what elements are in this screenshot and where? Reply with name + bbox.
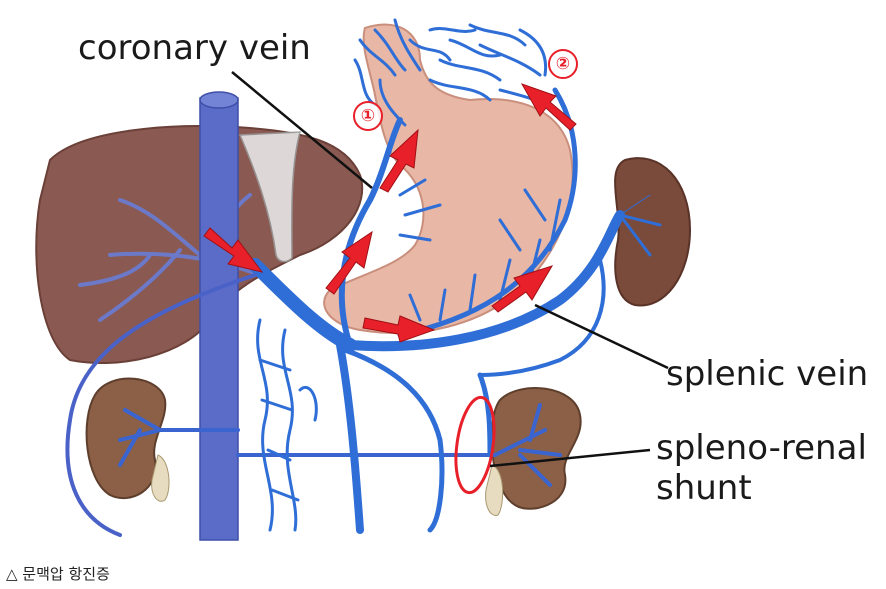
left-ureter <box>151 454 170 502</box>
spleen <box>614 157 692 307</box>
marker-two: ② <box>548 49 578 79</box>
splenorenal-shunt-label: spleno-renal shunt <box>656 428 867 508</box>
right-ureter <box>485 464 504 516</box>
figure-caption: △ 문맥압 항진증 <box>6 565 110 583</box>
coronary-vein-label: coronary vein <box>78 28 311 68</box>
shunt-highlight-ellipse <box>454 395 496 495</box>
red-flow-arrow-icon <box>203 227 264 273</box>
marker-one: ① <box>353 101 383 131</box>
splenorenal-label-line2: shunt <box>656 468 752 508</box>
retroperitoneal-veins <box>256 318 318 532</box>
red-flow-arrow-icon <box>362 315 436 343</box>
gastric-varices <box>353 18 557 127</box>
red-flow-arrow-icon <box>520 83 577 131</box>
leader-lines <box>231 71 669 468</box>
red-flow-arrow-icon <box>325 230 373 295</box>
red-flow-arrow-icon <box>379 128 419 193</box>
portal-veins <box>65 87 662 537</box>
stomach-vein-branches <box>398 178 562 322</box>
splenic-vein-label: splenic vein <box>666 354 869 394</box>
splenorenal-label-line1: spleno-renal <box>656 428 867 468</box>
flow-arrows <box>203 83 577 343</box>
red-flow-arrow-icon <box>491 265 554 313</box>
gallbladder <box>238 131 301 263</box>
vena-cava-opening <box>199 91 239 109</box>
inferior-vena-cava <box>199 97 239 541</box>
